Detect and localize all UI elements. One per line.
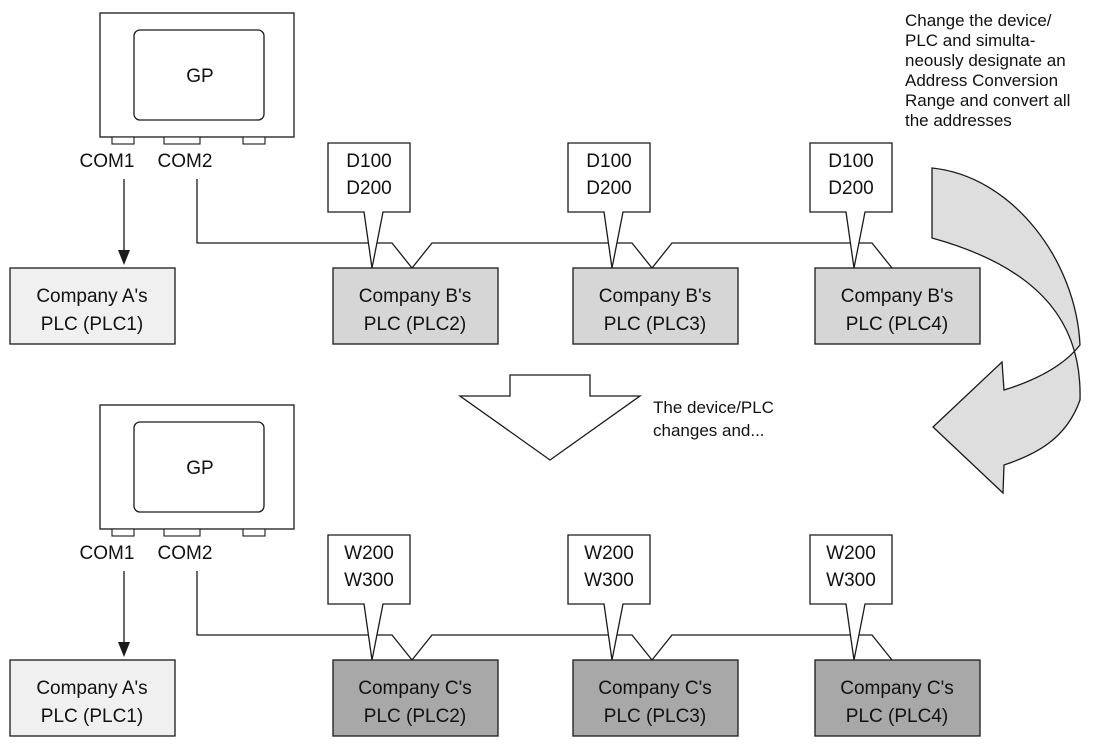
plc4-box: [814, 659, 981, 737]
address-end-plc3: D200: [586, 178, 631, 199]
address-callout-plc3: [567, 534, 651, 661]
plc3-box: [572, 659, 739, 737]
change-note-line-6: the addresses: [905, 111, 1012, 130]
address-start-plc4: D100: [828, 151, 873, 172]
address-end-plc4: D200: [828, 178, 873, 199]
plc3-label-line1: Company C's: [598, 678, 711, 699]
address-end-plc2: D200: [346, 178, 391, 199]
change-note-line-4: Address Conversion: [905, 71, 1058, 90]
plc1-label-line1: Company A's: [36, 678, 147, 699]
com2-label: COM2: [158, 151, 213, 172]
com1-label: COM1: [80, 543, 135, 564]
com2-port: [163, 528, 201, 537]
address-start-plc2: W200: [344, 543, 394, 564]
plc4-label-line1: Company B's: [841, 286, 953, 307]
address-callout-plc2: [327, 534, 411, 661]
plc4-label-line2: PLC (PLC4): [846, 706, 948, 727]
gp-label: GP: [186, 458, 213, 479]
com1-port: [111, 528, 135, 537]
gp-screen: [133, 421, 265, 513]
plc1-box: [9, 267, 176, 345]
plc1-label-line1: Company A's: [36, 286, 147, 307]
address-end-plc4: W300: [826, 570, 876, 591]
plc2-label-line1: Company C's: [358, 678, 471, 699]
change-note-line-1: Change the device/: [905, 11, 1052, 30]
address-callout-plc4: [809, 142, 893, 269]
com2-network-line: [196, 179, 893, 270]
plc3-label-line2: PLC (PLC3): [604, 314, 706, 335]
com2-label: COM2: [158, 543, 213, 564]
change-note-line-2: PLC and simulta-: [905, 31, 1035, 50]
com1-arrowhead: [118, 642, 130, 657]
change-note-line-5: Range and convert all: [905, 91, 1070, 110]
plc3-box: [572, 267, 739, 345]
plc3-label-line1: Company B's: [599, 286, 711, 307]
plc2-label-line2: PLC (PLC2): [364, 706, 466, 727]
result-note-line-2: changes and...: [653, 421, 765, 440]
result-note-line-1: The device/PLC: [653, 398, 774, 417]
com2-network-line: [196, 571, 893, 662]
address-callout-plc2: [327, 142, 411, 269]
com1-arrowhead: [118, 250, 130, 265]
down-arrow: [457, 374, 643, 461]
address-start-plc4: W200: [826, 543, 876, 564]
address-callout-plc4: [809, 534, 893, 661]
plc4-label-line2: PLC (PLC4): [846, 314, 948, 335]
address-end-plc3: W300: [584, 570, 634, 591]
aux-port: [242, 136, 266, 145]
plc1-box: [9, 659, 176, 737]
plc1-label-line2: PLC (PLC1): [41, 314, 143, 335]
aux-port: [242, 528, 266, 537]
plc3-label-line2: PLC (PLC3): [604, 706, 706, 727]
plc1-label-line2: PLC (PLC1): [41, 706, 143, 727]
address-start-plc3: W200: [584, 543, 634, 564]
plc4-box: [814, 267, 981, 345]
gp-screen: [133, 29, 265, 121]
gp-label: GP: [186, 66, 213, 87]
com2-port: [163, 136, 201, 145]
address-callout-plc3: [567, 142, 651, 269]
plc2-label-line2: PLC (PLC2): [364, 314, 466, 335]
address-end-plc2: W300: [344, 570, 394, 591]
conversion-curved-arrow: [931, 167, 1081, 495]
plc2-label-line1: Company B's: [359, 286, 471, 307]
com1-port: [111, 136, 135, 145]
change-note-line-3: neously designate an: [905, 51, 1066, 70]
address-start-plc2: D100: [346, 151, 391, 172]
plc4-label-line1: Company C's: [840, 678, 953, 699]
address-start-plc3: D100: [586, 151, 631, 172]
plc2-box: [332, 267, 499, 345]
plc2-box: [332, 659, 499, 737]
com1-label: COM1: [80, 151, 135, 172]
